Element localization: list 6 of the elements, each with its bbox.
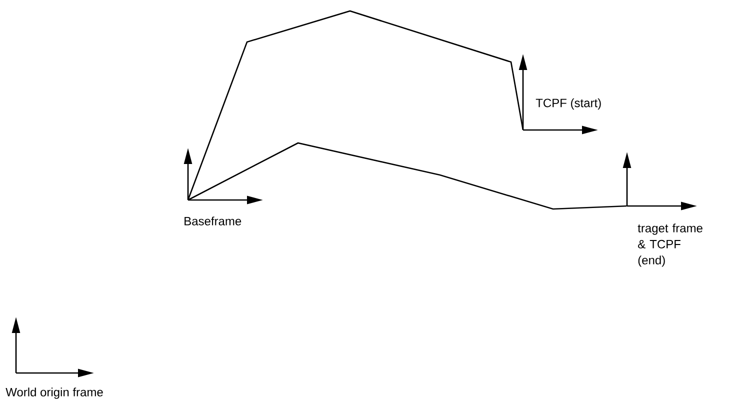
node-label: World origin frame — [6, 388, 103, 399]
node-label: traget frame & TCPF (end) — [638, 224, 702, 267]
arm-link — [188, 142, 627, 210]
node-label: Baseframe — [184, 216, 242, 226]
node-label: TCPF (start) — [536, 98, 601, 110]
arm-link — [187, 10, 524, 200]
